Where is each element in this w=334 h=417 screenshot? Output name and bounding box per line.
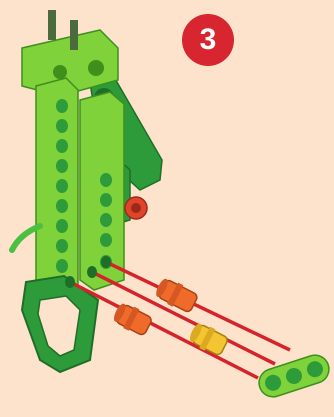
step-number: 3 xyxy=(200,23,217,57)
orange-peg-upper xyxy=(153,275,200,315)
red-axle-end xyxy=(125,197,147,219)
step-number-badge: 3 xyxy=(182,14,234,66)
vertical-beam xyxy=(36,78,78,300)
guide-lines xyxy=(70,262,290,378)
